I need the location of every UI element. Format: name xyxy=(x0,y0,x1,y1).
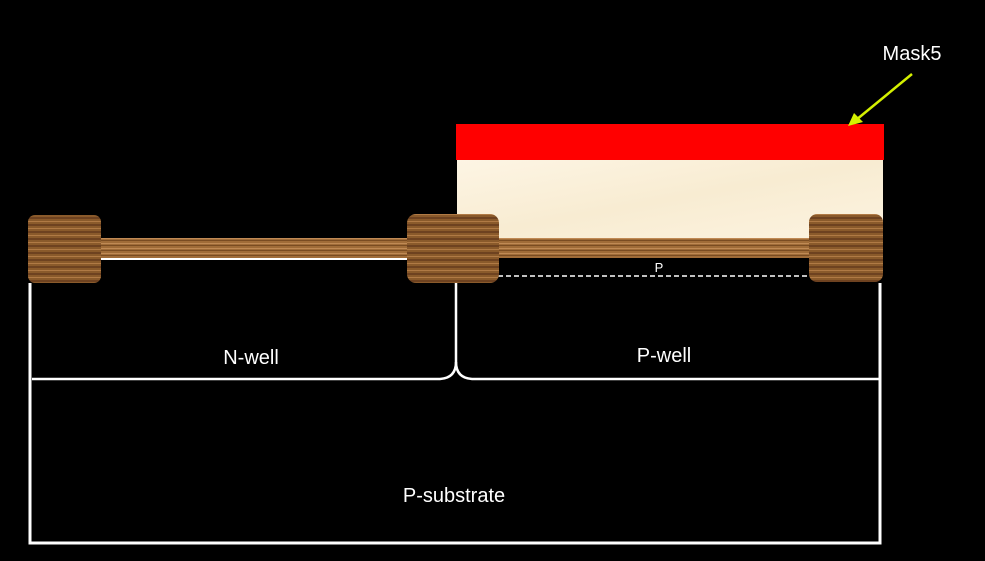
mask5-arrow-head xyxy=(848,113,863,126)
field-oxide-left xyxy=(28,215,101,283)
p-well-label: P-well xyxy=(637,345,691,367)
p-substrate-outline xyxy=(28,283,882,545)
thin-oxide-left xyxy=(98,238,410,258)
p-well-outline xyxy=(454,361,880,381)
mask5-layer xyxy=(456,124,884,160)
p-substrate-label: P-substrate xyxy=(403,485,505,507)
thin-oxide-right xyxy=(496,238,812,258)
n-well-label: N-well xyxy=(223,347,279,369)
mask5-arrow-shaft xyxy=(855,73,913,121)
field-oxide-middle xyxy=(407,214,499,283)
p-implant-label: P xyxy=(655,260,664,275)
mask5-label: Mask5 xyxy=(883,43,942,65)
field-oxide-right xyxy=(809,214,883,282)
